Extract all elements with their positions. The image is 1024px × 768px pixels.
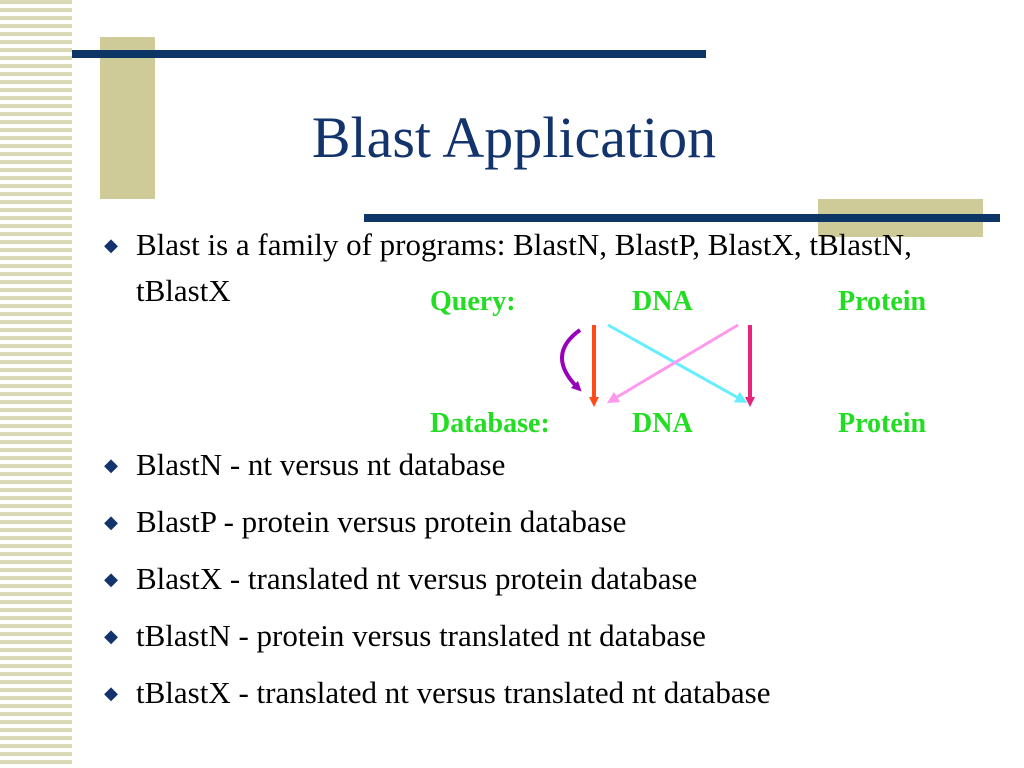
bullet-diamond-icon: ◆ [104,626,118,646]
blastx-arrow [606,323,739,404]
title-rule-bottom [364,214,1000,222]
bullet-diamond-icon: ◆ [104,455,118,475]
bullet-text: tBlastN - protein versus translated nt d… [136,618,706,653]
bullet-text: BlastP - protein versus protein database [136,504,627,539]
bullet-text: BlastN - nt versus nt database [136,447,506,482]
database-label: Database: [430,408,550,439]
query-protein-label: Protein [838,286,927,317]
query-label: Query: [430,286,516,317]
bullet-text: BlastX - translated nt versus protein da… [136,561,698,596]
striped-margin [0,0,72,768]
bullet-diamond-icon: ◆ [104,512,118,532]
title-rule-top [72,50,706,58]
bullet-text: Blast is a family of programs: BlastN, B… [136,227,912,308]
bullet-diamond-icon: ◆ [104,235,118,255]
decor-block-left [100,37,155,199]
tblastx-arrow [560,328,582,392]
database-dna-label: DNA [632,408,693,439]
query-dna-label: DNA [632,286,693,317]
bullet-diamond-icon: ◆ [104,683,118,703]
bullet-diamond-icon: ◆ [104,569,118,589]
bullet-text: tBlastX - translated nt versus translate… [136,675,771,710]
database-protein-label: Protein [838,408,927,439]
slide-title: Blast Application [311,105,717,170]
